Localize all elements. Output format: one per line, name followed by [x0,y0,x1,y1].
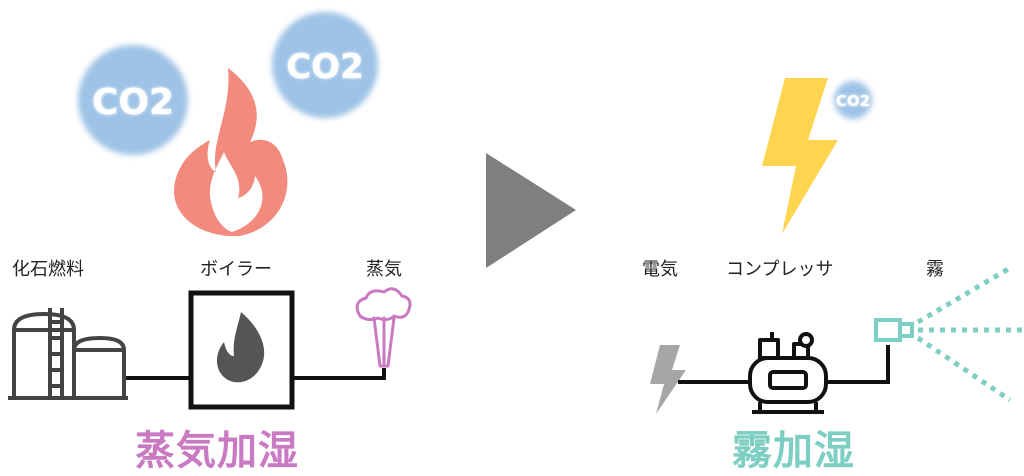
spray-nozzle-icon [874,318,914,342]
mist-spray-lines [916,265,1024,403]
co2-bubble-small: CO2 [834,81,872,119]
co2-bubble-left-text: CO2 [92,82,174,123]
mist-humidification-title: 霧加湿 [732,428,855,474]
co2-bubble-small-text: CO2 [836,92,870,110]
steam-label: 蒸気 [366,259,402,280]
co2-bubble-right-text: CO2 [286,47,364,87]
lightning-bolt-icon [762,78,838,234]
fuel-tank-icon [8,308,128,400]
fuel-label: 化石燃料 [12,259,84,280]
flame-icon [174,68,288,237]
co2-bubble-left: CO2 [78,45,188,155]
boiler-label: ボイラー [200,259,272,280]
triangle-arrow-icon [486,153,576,268]
compressor-label: コンプレッサ [726,259,834,280]
electricity-bolt-icon [650,345,686,414]
compressor-icon [748,332,828,414]
mist-label: 霧 [926,259,944,280]
boiler-icon [188,290,295,410]
co2-bubble-right: CO2 [272,12,378,118]
steam-humidification-title: 蒸気加湿 [135,428,299,474]
steam-icon [355,287,412,368]
pipe-boiler-steam [292,368,386,380]
electricity-label: 電気 [642,259,678,280]
pipe-compressor-nozzle [826,345,890,384]
